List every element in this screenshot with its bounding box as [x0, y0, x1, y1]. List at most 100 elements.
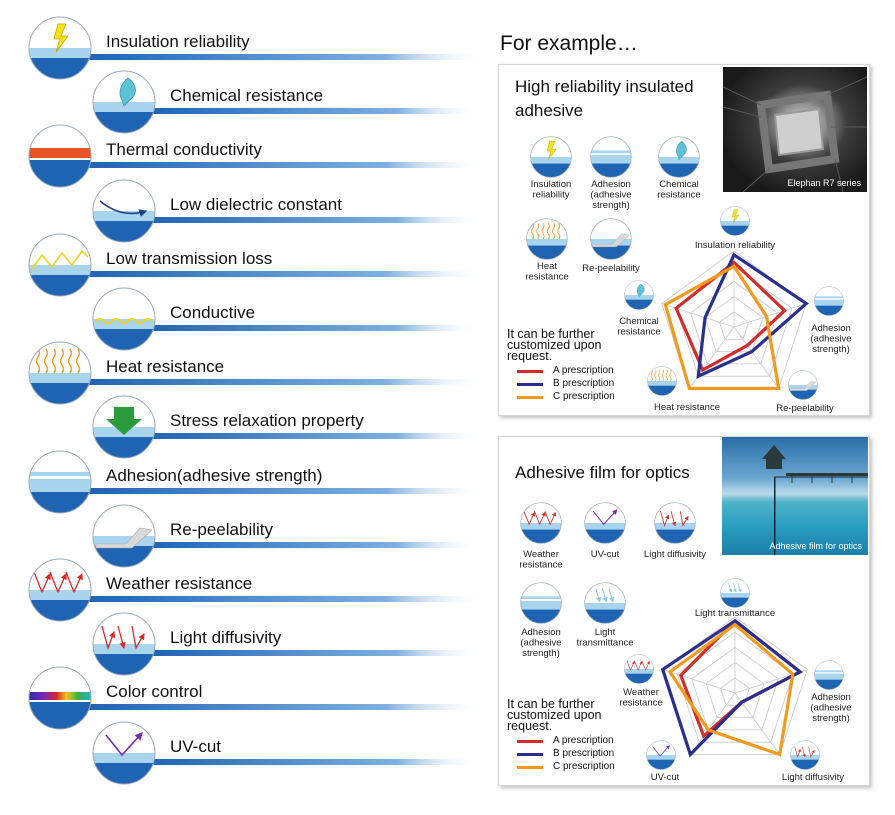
underline-bar — [86, 54, 486, 60]
panel-title-line2: adhesive — [515, 101, 584, 120]
radar-axis-label: resistance — [617, 327, 660, 338]
droplet-icon — [92, 70, 156, 134]
adhesion-layer-icon — [590, 136, 632, 178]
peel-film-icon — [92, 504, 156, 568]
radar-axis-label: Adhesion — [811, 692, 851, 703]
uv-reflect-icon — [92, 721, 156, 785]
icon-label: (adhesive — [520, 638, 561, 649]
icon-label: resistance — [657, 190, 700, 201]
feature-item: Low dielectric constant — [92, 179, 482, 243]
note-line: It can be further — [507, 697, 595, 711]
transmit-arrows-icon — [584, 582, 626, 624]
legend-item-b: B prescription — [517, 378, 637, 391]
feature-label: Re-peelability — [170, 519, 273, 539]
radar-axis-label: strength) — [812, 344, 850, 355]
transmit-arrows-icon — [720, 578, 750, 608]
customize-note: It can be further customized upon reques… — [507, 328, 602, 363]
radar-axis-label: UV-cut — [651, 772, 680, 783]
feature-item: Adhesion(adhesive strength) — [28, 450, 488, 514]
adhesion-layer-icon — [814, 660, 844, 690]
radar-axis-label: Light transmittance — [695, 608, 775, 619]
feature-item: Conductive — [92, 287, 482, 351]
weather-arrows-icon — [520, 502, 562, 544]
diffuse-arrows-icon — [654, 502, 696, 544]
icon-label: Insulation — [531, 179, 572, 190]
diffuse-arrows-icon — [790, 740, 820, 770]
icon-label: resistance — [519, 560, 562, 571]
icon-label: strength) — [592, 200, 630, 211]
icon-label: resistance — [525, 272, 568, 283]
radar-axis-label: strength) — [812, 713, 850, 724]
note-line: request. — [507, 349, 553, 363]
note-line: customized upon — [507, 338, 602, 352]
icon-label: UV-cut — [591, 549, 620, 560]
adhesion-layer-icon — [28, 450, 92, 514]
radar-axis-label: Heat resistance — [654, 402, 720, 413]
underline-bar — [150, 216, 480, 223]
radar-axis-label: resistance — [619, 698, 662, 709]
radar-series-b — [696, 252, 809, 379]
legend-item-a: A prescription — [517, 735, 637, 748]
adhesion-layer-icon — [814, 286, 844, 316]
note-line: request. — [507, 719, 553, 733]
radar-series-b — [660, 618, 803, 758]
icon-label: Adhesion — [591, 179, 631, 190]
feature-item: Stress relaxation property — [92, 395, 482, 459]
legend: A prescription B prescription C prescrip… — [517, 735, 637, 774]
radar-series-c — [667, 622, 795, 757]
underline-bar — [150, 108, 480, 115]
lightning-icon — [530, 136, 572, 178]
legend-item-c: C prescription — [517, 761, 637, 774]
feature-item: Light diffusivity — [92, 612, 482, 676]
feature-label: Chemical resistance — [170, 86, 324, 106]
radar-axis-label: (adhesive — [810, 334, 851, 345]
radar-axis-label: Light diffusivity — [782, 772, 844, 783]
radar-series-a — [674, 260, 787, 373]
product-photo: Elephan R7 series — [723, 67, 867, 192]
feature-item: Low transmission loss — [28, 233, 488, 297]
radar-axis-label: Adhesion — [811, 323, 851, 334]
weather-arrows-icon — [624, 654, 654, 684]
panel-title-line1: High reliability insulated — [515, 77, 694, 96]
legend-item-a: A prescription — [517, 365, 637, 378]
underline-bar — [86, 487, 486, 494]
icon-label: transmittance — [576, 638, 633, 649]
lightning-icon — [28, 16, 92, 80]
rainbow-layer-icon — [28, 666, 92, 730]
examples-heading: For example… — [500, 32, 638, 55]
feature-label: Thermal conductivity — [106, 140, 262, 160]
underline-bar — [86, 162, 486, 169]
icon-label: Chemical — [659, 179, 699, 190]
feature-item: Heat resistance — [28, 341, 488, 405]
lightning-icon — [720, 206, 750, 236]
radar-series-c — [663, 264, 781, 391]
feature-label: Low transmission loss — [106, 248, 273, 268]
radar-axis-label: Insulation reliability — [695, 240, 776, 251]
legend-item-c: C prescription — [517, 391, 637, 404]
feature-item: Insulation reliability — [28, 16, 488, 80]
underline-bar — [86, 704, 486, 711]
heat-waves-icon — [28, 341, 92, 405]
peel-film-icon — [788, 370, 818, 400]
adhesion-layer-icon — [520, 582, 562, 624]
panel-insulated-adhesive: High reliability insulated adhesive Elep… — [498, 64, 870, 416]
uv-reflect-icon — [646, 740, 676, 770]
feature-label: Low dielectric constant — [170, 194, 342, 214]
down-arrow-icon — [92, 395, 156, 459]
heat-waves-icon — [526, 218, 568, 260]
feature-item: Color control — [28, 666, 488, 730]
radar-axis-label: Chemical — [619, 316, 659, 327]
photo-caption: Elephan R7 series — [787, 178, 861, 188]
photo-caption: Adhesive film for optics — [769, 541, 862, 551]
icon-label: Light diffusivity — [644, 549, 706, 560]
legend: A prescription B prescription C prescrip… — [517, 365, 637, 404]
feature-label: Heat resistance — [106, 357, 225, 377]
feature-item: Re-peelability — [92, 504, 482, 568]
feature-item: Thermal conductivity — [28, 124, 488, 188]
legend-item-b: B prescription — [517, 748, 637, 761]
feature-label: Light diffusivity — [170, 628, 282, 648]
weather-arrows-icon — [28, 558, 92, 622]
panel-title: Adhesive film for optics — [515, 463, 690, 482]
